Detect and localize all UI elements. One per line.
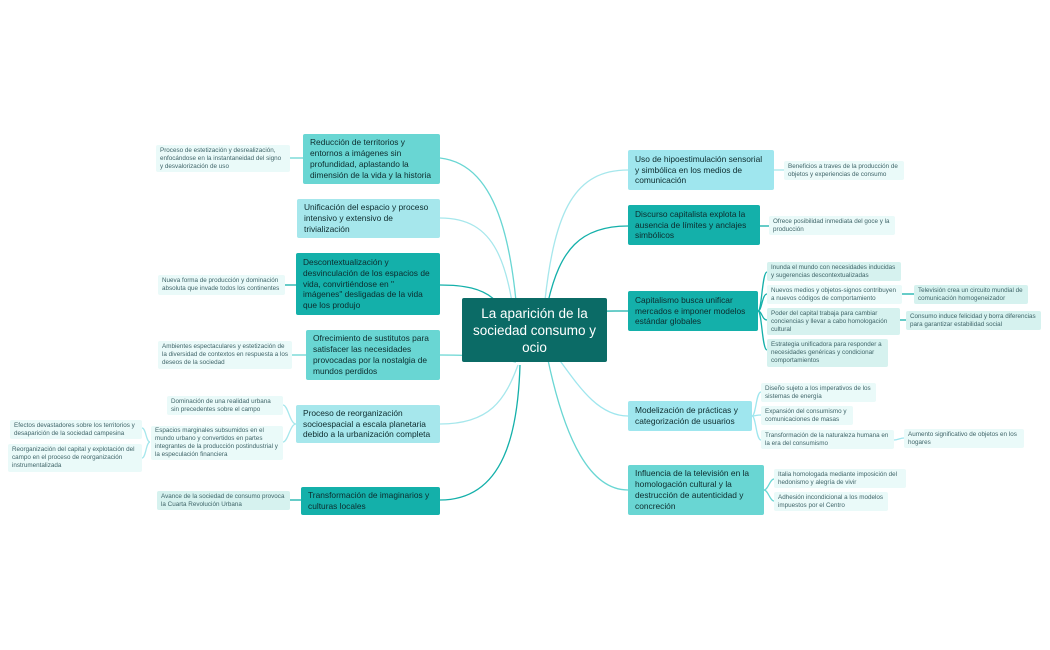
topic-label: Influencia de la televisión en la homolo… — [635, 468, 750, 511]
topic-transformacion-imaginarios[interactable]: Transformación de imaginarios y culturas… — [301, 487, 440, 515]
subtopic-estrategia-unificadora[interactable]: Estrategia unificadora para responder a … — [767, 339, 888, 367]
topic-reduccion-territorios[interactable]: Reducción de territorios y entornos a im… — [303, 134, 440, 184]
subtopic-consumo-felicidad[interactable]: Consumo induce felicidad y borra diferen… — [906, 311, 1041, 330]
topic-label: Uso de hipoestimulación sensorial y simb… — [635, 153, 763, 186]
subtopic-label: Transformación de la naturaleza humana e… — [765, 431, 889, 447]
subtopic-aumento-objetos[interactable]: Aumento significativo de objetos en los … — [904, 429, 1024, 448]
topic-unificacion-espacio[interactable]: Unificación del espacio y proceso intens… — [297, 199, 440, 238]
central-topic[interactable]: La aparición de la sociedad consumo y oc… — [462, 298, 607, 362]
subtopic-label: Consumo induce felicidad y borra diferen… — [910, 312, 1036, 328]
topic-label: Descontextualización y desvinculación de… — [303, 257, 430, 311]
subtopic-label: Estrategia unificadora para responder a … — [771, 341, 882, 364]
subtopic-adhesion-modelos[interactable]: Adhesión incondicional a los modelos imp… — [774, 492, 888, 511]
topic-modelizacion-practicas[interactable]: Modelización de prácticas y categorizaci… — [628, 401, 752, 431]
topic-label: Reducción de territorios y entornos a im… — [310, 137, 432, 180]
subtopic-label: Reorganización del capital y explotación… — [12, 446, 135, 469]
topic-hipoestimulacion[interactable]: Uso de hipoestimulación sensorial y simb… — [628, 150, 774, 190]
subtopic-nueva-forma-produccion[interactable]: Nueva forma de producción y dominación a… — [158, 275, 285, 295]
topic-capitalismo-unificar[interactable]: Capitalismo busca unificar mercados e im… — [628, 291, 758, 331]
subtopic-estetizacion[interactable]: Proceso de estetización y desrealización… — [156, 145, 290, 172]
subtopic-transformacion-naturaleza[interactable]: Transformación de la naturaleza humana e… — [761, 430, 894, 449]
central-topic-label: La aparición de la sociedad consumo y oc… — [472, 305, 597, 355]
topic-reorganizacion-socioespacial[interactable]: Proceso de reorganización socioespacial … — [296, 405, 440, 443]
topic-descontextualizacion[interactable]: Descontextualización y desvinculación de… — [296, 253, 440, 315]
subtopic-nuevos-medios[interactable]: Nuevos medios y objetos-signos contribuy… — [767, 285, 902, 304]
subtopic-diseno-energia[interactable]: Diseño sujeto a los imperativos de los s… — [761, 383, 876, 402]
subtopic-label: Diseño sujeto a los imperativos de los s… — [765, 384, 871, 400]
subtopic-label: Ofrece posibilidad inmediata del goce y … — [773, 217, 890, 233]
topic-label: Proceso de reorganización socioespacial … — [303, 407, 431, 440]
subtopic-label: Adhesión incondicional a los modelos imp… — [778, 493, 884, 509]
topic-influencia-television[interactable]: Influencia de la televisión en la homolo… — [628, 465, 764, 515]
subtopic-cuarta-revolucion-urbana[interactable]: Avance de la sociedad de consumo provoca… — [157, 491, 290, 510]
subtopic-label: Poder del capital trabaja para cambiar c… — [771, 309, 888, 333]
subtopic-label: Aumento significativo de objetos en los … — [908, 430, 1017, 446]
topic-label: Transformación de imaginarios y culturas… — [308, 490, 430, 511]
subtopic-italia-homologada[interactable]: Italia homologada mediante imposición de… — [774, 469, 906, 488]
topic-label: Capitalismo busca unificar mercados e im… — [635, 294, 746, 327]
subtopic-label: Espacios marginales subsumidos en el mun… — [155, 427, 278, 458]
topic-label: Modelización de prácticas y categorizaci… — [635, 405, 738, 426]
subtopic-label: Italia homologada mediante imposición de… — [778, 470, 898, 486]
subtopic-espacios-marginales[interactable]: Espacios marginales subsumidos en el mun… — [151, 426, 283, 460]
topic-label: Unificación del espacio y proceso intens… — [304, 202, 429, 234]
subtopic-television-circuito[interactable]: Televisión crea un circuito mundial de c… — [914, 285, 1028, 304]
subtopic-label: Expansión del consumismo y comunicacione… — [765, 407, 847, 423]
subtopic-label: Beneficios a traves de la producción de … — [788, 162, 898, 178]
subtopic-dominacion-urbana[interactable]: Dominación de una realidad urbana sin pr… — [167, 396, 283, 415]
subtopic-efectos-devastadores[interactable]: Efectos devastadores sobre los territori… — [10, 420, 142, 439]
subtopic-label: Proceso de estetización y desrealización… — [160, 146, 282, 170]
subtopic-label: Dominación de una realidad urbana sin pr… — [171, 397, 271, 413]
subtopic-label: Televisión crea un circuito mundial de c… — [918, 286, 1023, 302]
subtopic-reorganizacion-capital[interactable]: Reorganización del capital y explotación… — [8, 444, 142, 472]
topic-label: Ofrecimiento de sustitutos para satisfac… — [313, 333, 429, 376]
subtopic-label: Avance de la sociedad de consumo provoca… — [161, 492, 285, 508]
subtopic-poder-capital[interactable]: Poder del capital trabaja para cambiar c… — [767, 308, 900, 335]
subtopic-label: Inunda el mundo con necesidades inducida… — [771, 263, 896, 279]
subtopic-expansion-consumismo[interactable]: Expansión del consumismo y comunicacione… — [761, 406, 853, 425]
topic-ofrecimiento-sustitutos[interactable]: Ofrecimiento de sustitutos para satisfac… — [306, 330, 440, 380]
topic-label: Discurso capitalista explota la ausencia… — [635, 208, 747, 241]
topic-discurso-capitalista[interactable]: Discurso capitalista explota la ausencia… — [628, 205, 760, 245]
subtopic-label: Nueva forma de producción y dominación a… — [162, 277, 280, 292]
subtopic-posibilidad-goce[interactable]: Ofrece posibilidad inmediata del goce y … — [769, 216, 895, 235]
subtopic-beneficios[interactable]: Beneficios a traves de la producción de … — [784, 161, 904, 180]
subtopic-ambientes-espectaculares[interactable]: Ambientes espectaculares y estetización … — [158, 341, 292, 369]
subtopic-inunda-mundo[interactable]: Inunda el mundo con necesidades inducida… — [767, 262, 901, 281]
subtopic-label: Efectos devastadores sobre los territori… — [14, 421, 135, 437]
subtopic-label: Nuevos medios y objetos-signos contribuy… — [771, 286, 896, 302]
subtopic-label: Ambientes espectaculares y estetización … — [162, 343, 289, 366]
